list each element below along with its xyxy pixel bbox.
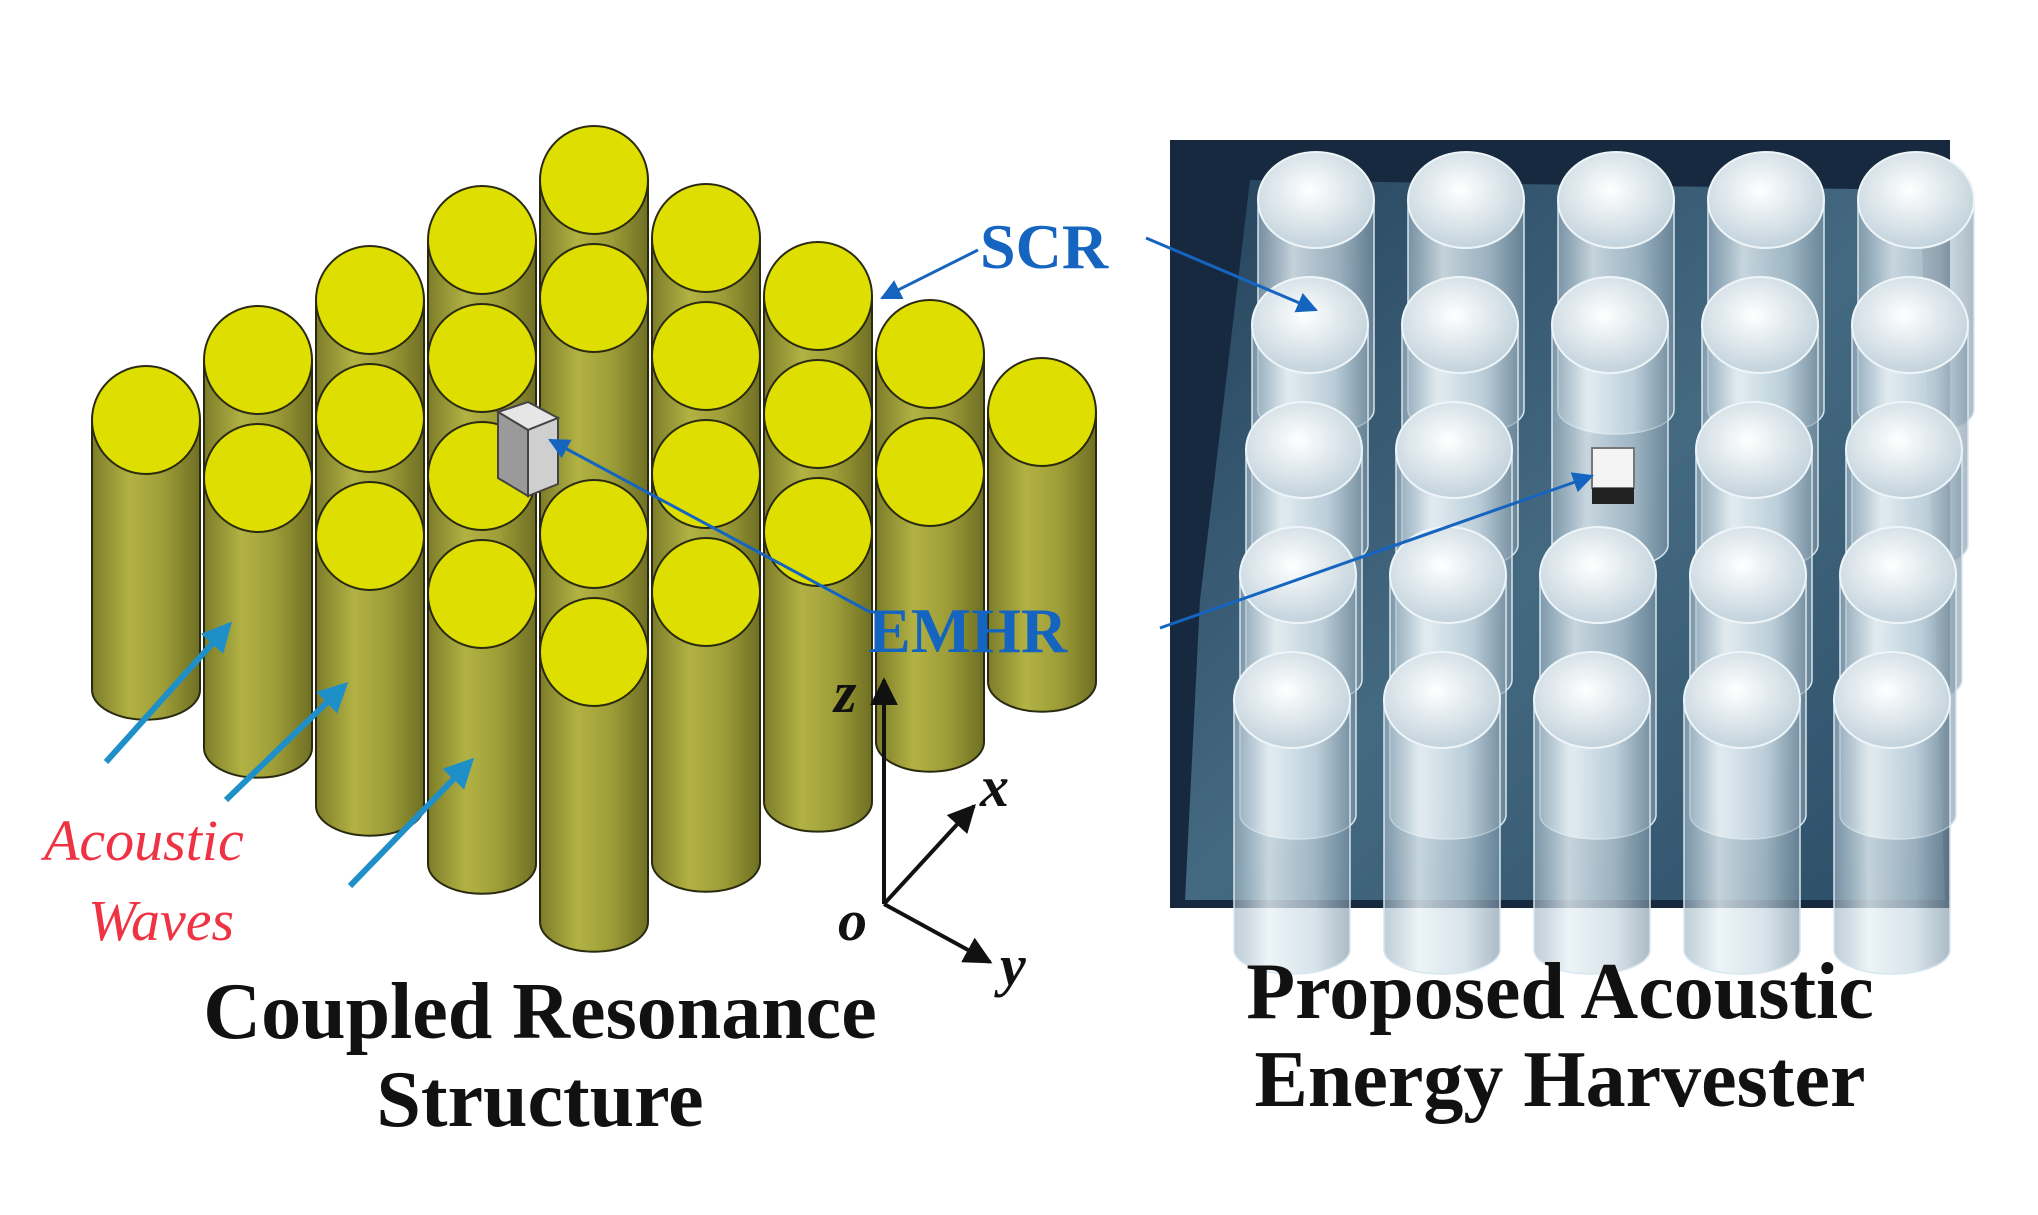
glass-cylinder-r1-c2	[1551, 276, 1669, 570]
right-caption: Proposed Acoustic Energy Harvester	[1150, 948, 1970, 1124]
glass-cylinder-r4-c4	[1833, 651, 1951, 975]
right-caption-line1: Proposed Acoustic	[1246, 948, 1874, 1036]
scr-label: SCR	[980, 211, 1109, 282]
glass-cylinder-r4-c3	[1683, 651, 1801, 975]
glass-cylinder-r4-c1	[1383, 651, 1501, 975]
right-caption-line2: Energy Harvester	[1254, 1036, 1866, 1124]
emhr-arrow-right	[1159, 472, 1594, 630]
emhr-cube-photo	[1591, 447, 1635, 504]
emhr-cube-model	[495, 400, 561, 498]
axis-y-label: y	[994, 933, 1026, 998]
scr-arrow-right	[1145, 236, 1318, 313]
cylinder-r1-c4	[651, 537, 761, 893]
axis-origin-label: o	[838, 888, 867, 953]
acoustic-waves-label-line1: Acoustic	[40, 808, 244, 873]
cylinder-r2-c4	[763, 477, 873, 833]
axis-x-label: x	[979, 754, 1009, 819]
emhr-label: EMHR	[868, 595, 1068, 666]
acoustic-waves-label-line2: Waves	[88, 888, 234, 953]
cylinder-r0-c1	[203, 423, 313, 779]
harvester-photo	[1170, 140, 1975, 975]
coupled-resonance-structure	[91, 125, 1097, 953]
coordinate-axes	[870, 677, 993, 964]
cylinder-r4-c4	[987, 357, 1097, 713]
left-caption-line1: Coupled Resonance	[203, 968, 877, 1056]
cylinder-r0-c3	[427, 539, 537, 895]
emhr-arrow-left	[548, 438, 871, 614]
wave-arrow-2	[223, 681, 349, 803]
cylinder-r0-c2	[315, 481, 425, 837]
axis-z-label: z	[832, 660, 857, 725]
cylinder-r3-c4	[875, 417, 985, 773]
left-caption: Coupled Resonance Structure	[90, 968, 990, 1144]
left-caption-line2: Structure	[376, 1056, 704, 1144]
cylinder-r0-c0	[91, 365, 201, 721]
wave-arrow-3	[347, 757, 475, 889]
wave-arrow-1	[103, 621, 233, 765]
scr-arrow-left	[880, 248, 979, 300]
glass-cylinder-r4-c2	[1533, 651, 1651, 975]
glass-cylinder-r4-c0	[1233, 651, 1351, 975]
cylinder-r0-c4	[539, 597, 649, 953]
